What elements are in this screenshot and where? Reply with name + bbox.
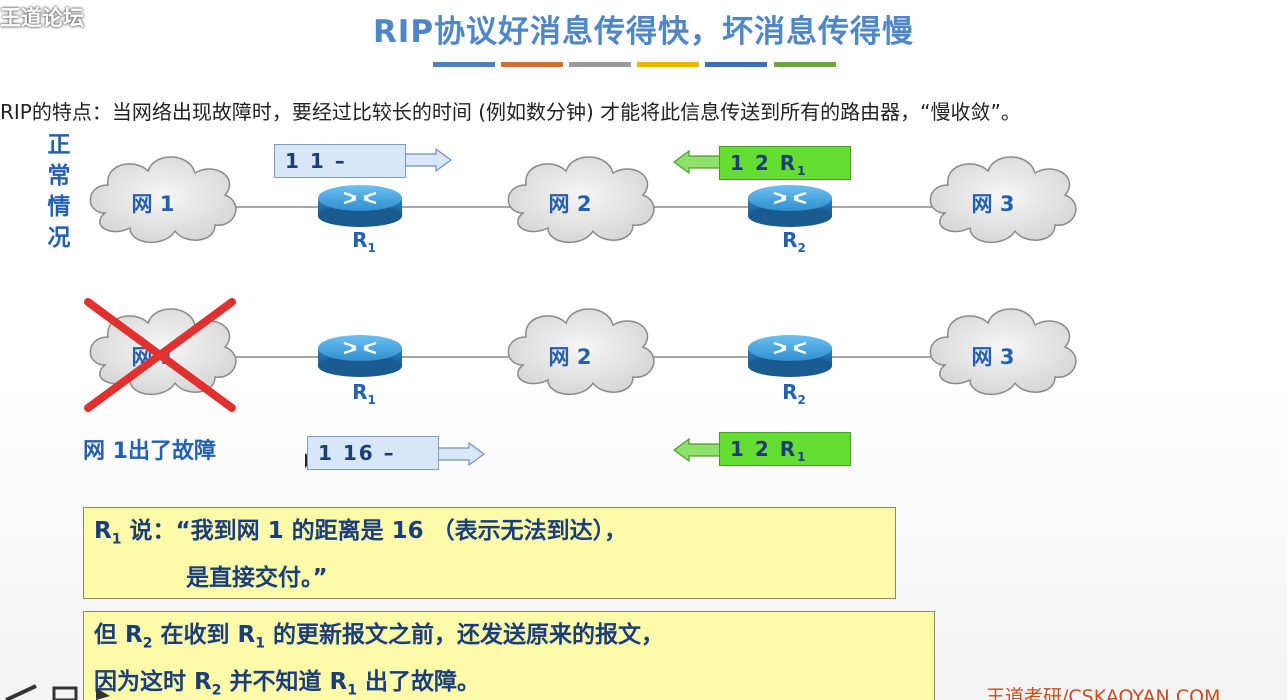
color-bar-segment	[705, 62, 767, 67]
r1-route-message: 1 16 –	[307, 436, 439, 470]
next-arrow-icon[interactable]	[96, 688, 110, 700]
router-label-r2: R2	[782, 380, 806, 407]
footer-brand: 王道考研/CSKAOYAN.COM	[986, 686, 1221, 700]
rip-description: RIP的特点：当网络出现故障时，要经过比较长的时间 (例如数分钟) 才能将此信息…	[0, 100, 1021, 124]
network-label-2: 网 2	[548, 192, 592, 216]
router-r2-icon	[746, 183, 834, 229]
router-r1-icon	[316, 183, 404, 229]
arrow-right-icon	[437, 441, 486, 467]
note-line: 但 R2 在收到 R1 的更新报文之前，还发送原来的报文，	[94, 622, 664, 652]
color-bar-segment	[774, 62, 836, 67]
network-label-1: 网 1	[131, 192, 175, 216]
router-label-r2: R2	[782, 228, 806, 255]
normal-case-label: 正 常 情 况	[44, 130, 74, 254]
network-label-2: 网 2	[548, 345, 592, 369]
arrow-left-icon	[672, 149, 721, 175]
r2-explanation-note: 但 R2 在收到 R1 的更新报文之前，还发送原来的报文， 因为这时 R2 并不…	[83, 611, 935, 700]
watermark: 王道论坛	[0, 6, 84, 30]
normal-label-char: 正	[47, 132, 71, 158]
arrow-right-icon	[404, 147, 453, 173]
normal-label-char: 情	[47, 194, 71, 220]
normal-label-char: 常	[47, 163, 71, 189]
normal-label-char: 况	[47, 225, 71, 251]
r1-route-message: 1 1 –	[274, 144, 406, 178]
r2-route-message: 1 2 R1	[719, 146, 851, 180]
color-bar-segment	[569, 62, 631, 67]
pen-icon[interactable]	[5, 684, 37, 700]
notes-icon[interactable]	[52, 686, 78, 700]
router-r1-icon	[316, 333, 404, 379]
color-bar-segment	[637, 62, 699, 67]
note-line: 因为这时 R2 并不知道 R1 出了故障。	[94, 668, 480, 699]
router-label-r1: R1	[352, 380, 376, 407]
player-toolbar	[0, 684, 120, 700]
network-label-3: 网 3	[971, 192, 1015, 216]
color-bar-segment	[501, 62, 563, 67]
network-label-3: 网 3	[971, 345, 1015, 369]
fault-label: 网 1出了故障	[83, 439, 216, 464]
note-line: 是直接交付。”	[186, 564, 328, 591]
page-title: RIP协议好消息传得快，坏消息传得慢	[372, 14, 915, 50]
router-r2-icon	[746, 333, 834, 379]
router-label-r1: R1	[352, 228, 376, 255]
color-bar-segment	[433, 62, 495, 67]
r2-route-message: 1 2 R1	[719, 432, 851, 466]
note-line: R1 说：“我到网 1 的距离是 16 （表示无法到达），	[94, 518, 628, 548]
network-failure-cross-icon	[84, 298, 236, 412]
r1-statement-note: R1 说：“我到网 1 的距离是 16 （表示无法到达）， 是直接交付。”	[83, 507, 896, 599]
arrow-left-icon	[672, 437, 721, 463]
